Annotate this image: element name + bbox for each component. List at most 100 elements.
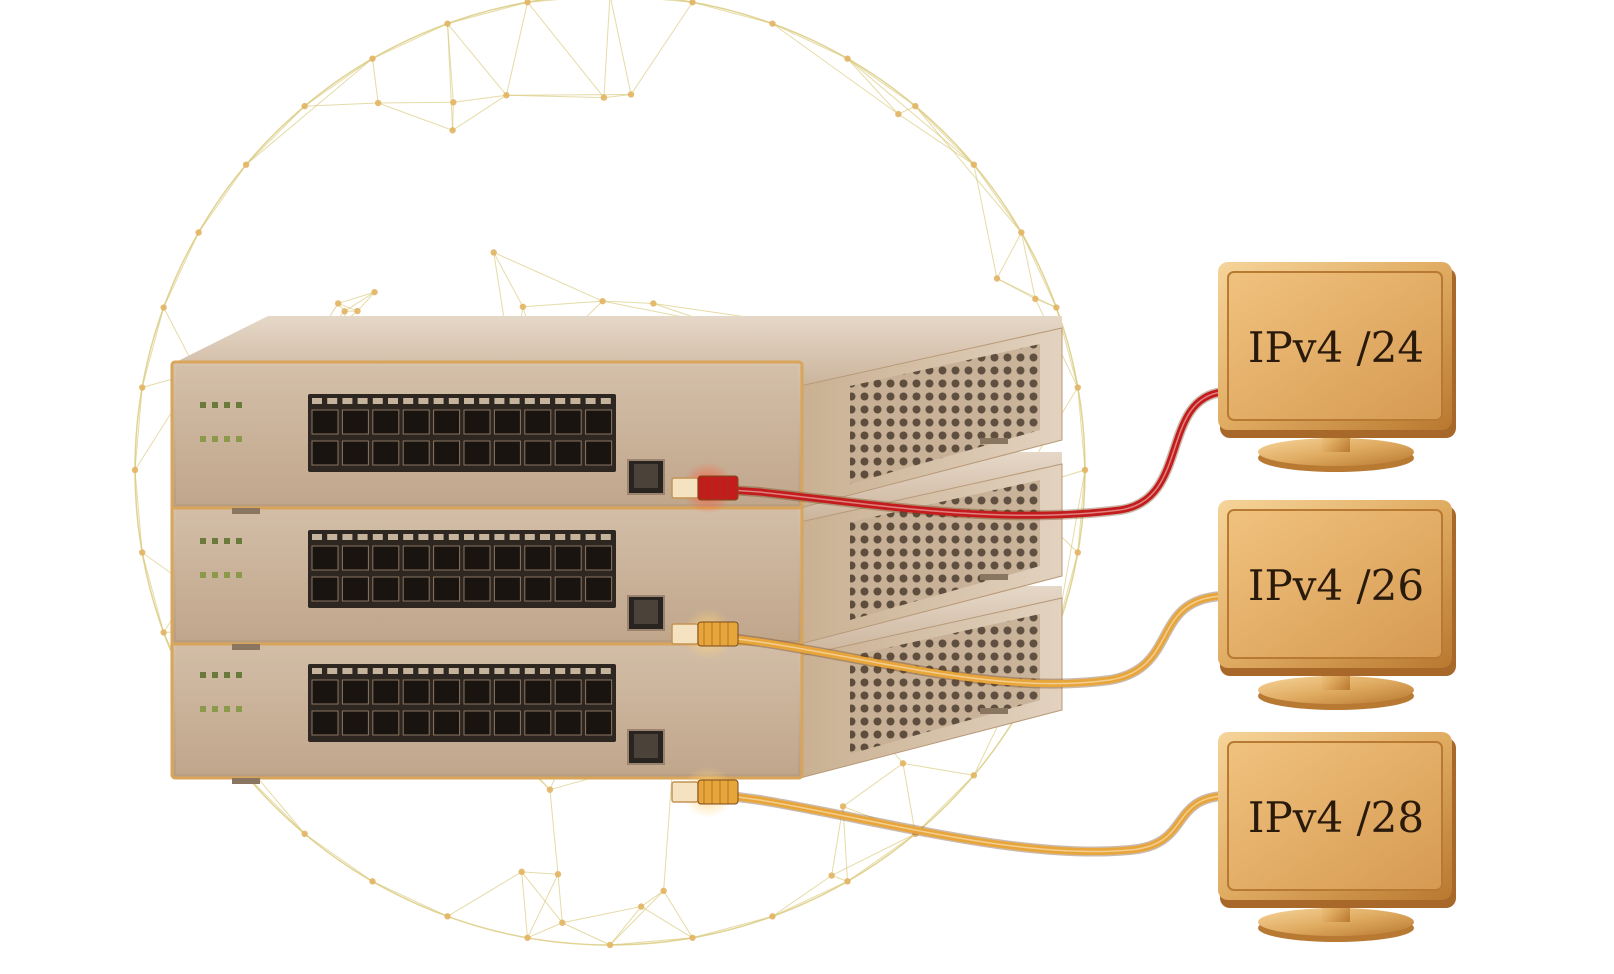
globe-node xyxy=(444,913,451,920)
status-led xyxy=(236,436,242,442)
cable-red xyxy=(671,387,1227,521)
ethernet-port-icon xyxy=(585,409,613,435)
status-led xyxy=(200,436,206,442)
ethernet-port-icon xyxy=(554,576,582,602)
globe-node xyxy=(334,300,342,307)
globe-node xyxy=(844,878,851,885)
status-led xyxy=(236,706,242,712)
globe-node xyxy=(828,872,835,879)
globe-node xyxy=(599,297,606,305)
ethernet-port-icon xyxy=(524,679,552,705)
globe-node xyxy=(970,772,978,779)
vent-grille xyxy=(850,614,1040,754)
status-led xyxy=(212,436,218,442)
ethernet-port-icon xyxy=(341,409,369,435)
globe-node xyxy=(627,91,635,98)
status-led xyxy=(200,402,206,408)
ethernet-port-icon xyxy=(524,440,552,466)
globe-node xyxy=(444,20,451,27)
ethernet-port-icon xyxy=(554,409,582,435)
globe-node xyxy=(769,20,776,27)
ethernet-port-icon xyxy=(493,710,521,736)
globe-node xyxy=(490,249,497,256)
sign-label: IPv4 /24 xyxy=(1248,323,1424,372)
status-led xyxy=(224,572,230,578)
ethernet-port-icon xyxy=(372,576,400,602)
status-led xyxy=(212,402,218,408)
globe-node xyxy=(899,760,907,767)
globe-node xyxy=(160,304,167,311)
ethernet-port-icon xyxy=(524,576,552,602)
globe-node xyxy=(242,161,250,168)
cable-gold-26 xyxy=(671,591,1227,689)
switch-stack xyxy=(170,316,1063,784)
globe-node xyxy=(354,307,361,315)
ethernet-port-icon xyxy=(554,545,582,571)
status-led xyxy=(212,672,218,678)
status-led xyxy=(212,538,218,544)
ethernet-port-icon xyxy=(585,440,613,466)
status-led xyxy=(212,706,218,712)
ethernet-port-icon xyxy=(463,440,491,466)
globe-node xyxy=(518,868,525,876)
ethernet-port-icon xyxy=(372,440,400,466)
globe-node xyxy=(769,913,776,920)
ethernet-port-icon xyxy=(554,679,582,705)
globe-node xyxy=(912,102,919,110)
globe-node xyxy=(1032,295,1039,303)
ethernet-port-icon xyxy=(341,440,369,466)
ethernet-port-icon xyxy=(341,679,369,705)
status-led xyxy=(200,538,206,544)
ethernet-port-icon xyxy=(372,409,400,435)
globe-node xyxy=(1081,466,1089,474)
ethernet-port-icon xyxy=(493,440,521,466)
status-led xyxy=(236,402,242,408)
globe-node xyxy=(341,308,348,315)
ethernet-port-icon xyxy=(402,545,430,571)
sign-ipv4-24: IPv4 /24 xyxy=(1218,262,1456,472)
ethernet-port-icon xyxy=(463,679,491,705)
ethernet-port-icon xyxy=(341,576,369,602)
ethernet-port-icon xyxy=(311,679,339,705)
ethernet-port-icon xyxy=(372,545,400,571)
ethernet-port-icon xyxy=(463,710,491,736)
status-led xyxy=(224,436,230,442)
globe-node xyxy=(195,229,202,236)
globe-node xyxy=(689,0,696,6)
status-led xyxy=(224,706,230,712)
globe-node xyxy=(131,466,139,474)
sign-label: IPv4 /26 xyxy=(1248,561,1424,610)
status-led xyxy=(224,538,230,544)
ethernet-port-icon xyxy=(433,576,461,602)
globe-node xyxy=(844,55,851,62)
status-led xyxy=(236,572,242,578)
ethernet-port-icon xyxy=(311,440,339,466)
ethernet-port-icon xyxy=(372,679,400,705)
rj45-plug-icon xyxy=(671,621,739,647)
globe-node xyxy=(519,303,527,310)
globe-node xyxy=(503,92,510,99)
ethernet-port-icon xyxy=(493,576,521,602)
globe-node xyxy=(1018,229,1025,236)
status-led xyxy=(200,672,206,678)
globe-node xyxy=(660,887,667,895)
globe-node xyxy=(160,629,167,636)
ethernet-port-icon xyxy=(463,409,491,435)
cable-gold-28 xyxy=(671,766,1227,857)
status-led xyxy=(224,672,230,678)
globe-node xyxy=(970,161,978,168)
globe-node xyxy=(839,803,847,810)
ethernet-port-icon xyxy=(402,409,430,435)
globe-node xyxy=(1053,304,1060,311)
globe-node xyxy=(689,934,696,941)
globe-node xyxy=(369,878,376,885)
globe-node xyxy=(637,903,645,910)
ethernet-port-icon xyxy=(585,679,613,705)
ethernet-port-icon xyxy=(433,545,461,571)
signs: IPv4 /24 IPv4 /26 IPv4 /28 xyxy=(1218,262,1456,942)
ethernet-port-icon xyxy=(311,710,339,736)
ethernet-port-icon xyxy=(402,576,430,602)
status-led xyxy=(200,706,206,712)
globe-node xyxy=(1074,384,1081,391)
globe-node xyxy=(895,110,902,118)
